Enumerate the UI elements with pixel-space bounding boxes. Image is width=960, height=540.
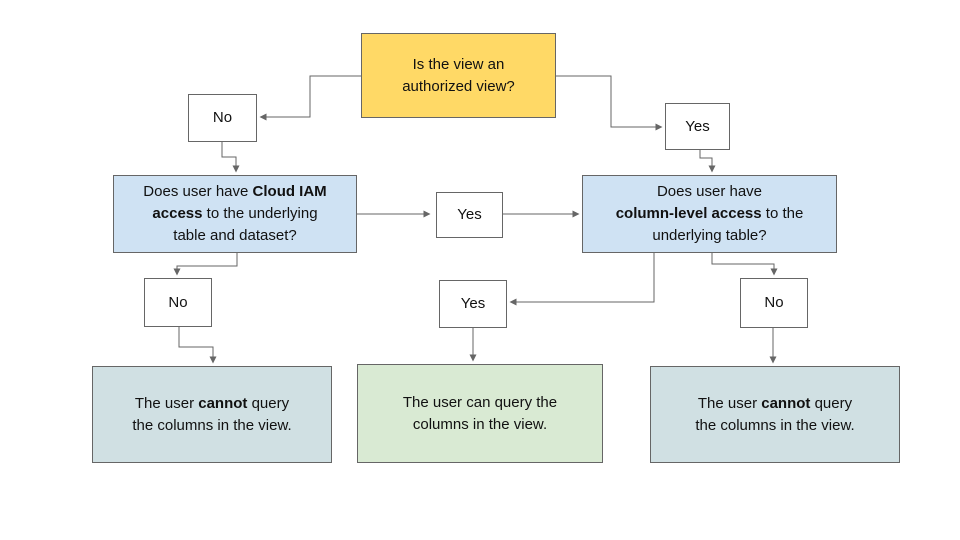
result-text-line: The user cannot query (698, 393, 852, 415)
result-text-line: columns in the view. (412, 415, 548, 433)
branch-no-from-iam: No (144, 278, 212, 327)
branch-no-from-column: No (740, 278, 808, 328)
text-run-bold: cannot (198, 394, 248, 412)
text-run: The user (697, 394, 762, 412)
connector-col-to-no3 (711, 253, 778, 276)
text-run-bold: column-level access (615, 205, 762, 222)
branch-no-from-root: No (188, 94, 257, 142)
branch-yes-from-root: Yes (665, 103, 730, 150)
result-text-line: the columns in the view. (695, 416, 855, 434)
branch-yes-iam-to-column: Yes (436, 192, 503, 238)
decision-column-level-access: Does user have column-level access to th… (582, 175, 837, 253)
text-run-bold: cannot (761, 394, 811, 412)
branch-label: No (212, 109, 233, 126)
text-run: query (247, 394, 290, 412)
connector-no1-to-iam (221, 142, 240, 173)
decision-text-line: table and dataset? (173, 227, 297, 244)
text-run-bold: Cloud IAM (252, 183, 327, 200)
branch-label: Yes (460, 295, 486, 312)
decision-text-line: Is the view an (412, 55, 505, 73)
decision-text-line: underlying table? (652, 227, 767, 244)
text-run: The user (134, 394, 199, 412)
result-text-line: the columns in the view. (132, 416, 292, 434)
text-run: to the underlying (202, 205, 318, 222)
decision-text-line: column-level access to the (616, 203, 804, 225)
connector-root-to-no1 (259, 75, 361, 121)
text-run: to the (761, 205, 804, 222)
decision-text-line: Does user have Cloud IAM (143, 181, 326, 203)
decision-authorized-view: Is the view an authorized view? (361, 33, 556, 118)
result-cannot-query-right: The user cannot query the columns in the… (650, 366, 900, 463)
result-cannot-query-left: The user cannot query the columns in the… (92, 366, 332, 463)
decision-cloud-iam-access: Does user have Cloud IAM access to the u… (113, 175, 357, 253)
branch-yes-from-column: Yes (439, 280, 507, 328)
connector-iam-to-no2 (173, 253, 238, 276)
text-run-bold: access (152, 205, 203, 222)
text-run: Does user have (143, 183, 253, 200)
branch-label: Yes (457, 206, 482, 223)
branch-label: No (764, 294, 784, 311)
connector-no2-to-result-left (178, 327, 217, 364)
decision-text-line: Does user have (656, 183, 763, 200)
result-text-line: The user can query the (402, 393, 558, 411)
text-run: query (810, 394, 853, 412)
decision-text-line: access to the underlying (152, 203, 317, 225)
result-can-query: The user can query the columns in the vi… (357, 364, 603, 463)
decision-text-line: authorized view? (402, 77, 515, 95)
connector-yes1-to-col (699, 150, 716, 173)
branch-label: Yes (685, 117, 710, 135)
connector-root-to-yes1 (556, 75, 663, 131)
connector-col-to-yes3 (509, 253, 655, 306)
branch-label: No (168, 293, 188, 311)
result-text-line: The user cannot query (135, 393, 289, 415)
